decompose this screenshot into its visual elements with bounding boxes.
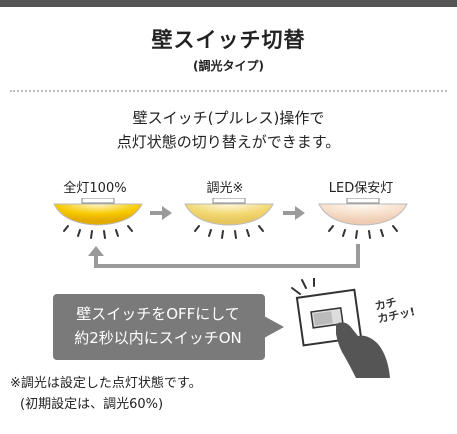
arrow-right-icon — [150, 206, 172, 220]
state-label-safety: LED保安灯 — [328, 181, 394, 196]
description: 壁スイッチ(プルレス)操作で 点灯状態の切り替えができます。 — [0, 106, 457, 154]
arrow-right-icon — [283, 206, 305, 220]
note-line-1: ※調光は設定した点灯状態です。 — [10, 376, 202, 391]
callout-line-1: 壁スイッチをOFFにして — [76, 305, 240, 323]
ceiling-light-safety-icon — [318, 198, 408, 239]
state-label-full: 全灯100% — [63, 181, 127, 196]
page-subtitle: (調光タイプ) — [193, 59, 264, 73]
ceiling-light-dimmed-icon — [184, 198, 274, 239]
description-line-2: 点灯状態の切り替えができます。 — [116, 133, 341, 151]
state-label-dimmed: 調光※ — [206, 181, 244, 196]
top-bar — [0, 0, 457, 7]
dotted-divider — [10, 90, 447, 92]
callout-line-2: 約2秒以内にスイッチON — [74, 329, 242, 347]
return-arrow-icon — [88, 244, 360, 268]
hand-icon — [336, 322, 390, 378]
description-line-1: 壁スイッチ(プルレス)操作で — [132, 109, 325, 127]
ceiling-light-full-icon — [53, 198, 143, 239]
callout-text: 壁スイッチをOFFにして 約2秒以内にスイッチON — [53, 302, 263, 350]
page-title: 壁スイッチ切替 — [151, 28, 306, 52]
note-line-2: (初期設定は、調光60%) — [20, 397, 164, 412]
wall-switch-icon — [291, 278, 390, 378]
instruction-callout — [53, 294, 284, 360]
